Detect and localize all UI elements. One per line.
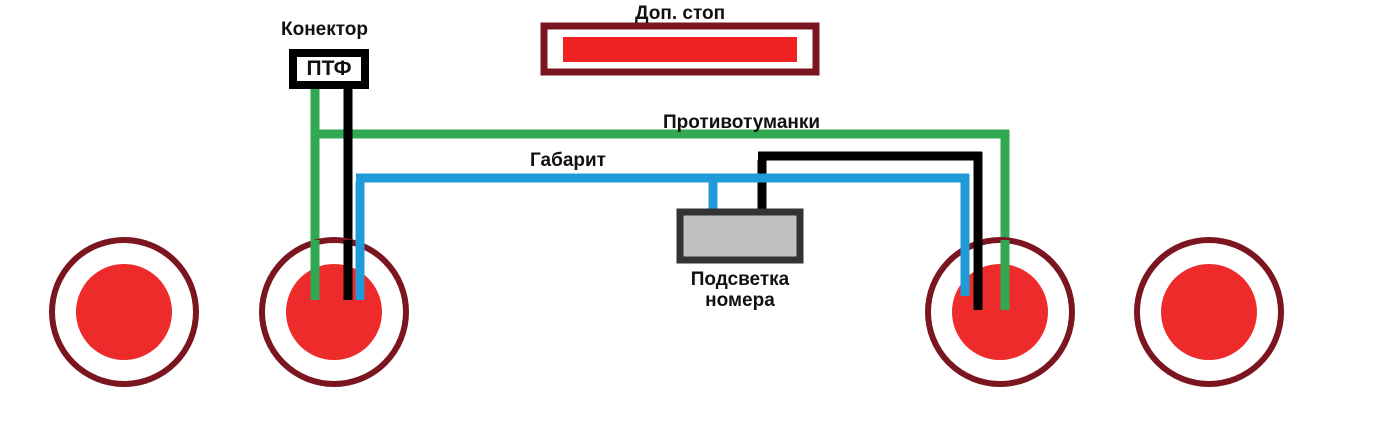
label-plate-light-line2: номера [705,290,775,312]
lamp-left-inner [259,237,409,387]
lamp-fill [76,264,172,360]
label-connector: Конектор [281,19,369,40]
wire-group-blue [355,173,970,300]
label-plate-light: Подсветка номера [676,269,804,312]
plate-light-box [676,208,804,264]
lamp-right-outer [1134,237,1284,387]
label-extra-stop: Доп. стоп [635,3,726,24]
lamp-ring [925,237,1075,387]
lamp-fill [286,264,382,360]
connector-box-rect [289,49,369,89]
connector-box-label: ПТФ [306,57,352,80]
lamp-right-inner [925,237,1075,387]
extra-stop-inner [563,37,797,62]
label-marker-lights: Габарит [530,150,606,171]
label-fog-lights: Противотуманки [663,112,821,133]
lamp-fill [1161,264,1257,360]
lamp-ring [259,237,409,387]
connector-box[interactable] [289,49,369,89]
extra-stop-bar [540,22,820,76]
lamp-left-outer [49,237,199,387]
wire-group-green [310,82,1010,310]
label-plate-light-line1: Подсветка [690,269,790,290]
plate-light-rect [676,208,804,264]
